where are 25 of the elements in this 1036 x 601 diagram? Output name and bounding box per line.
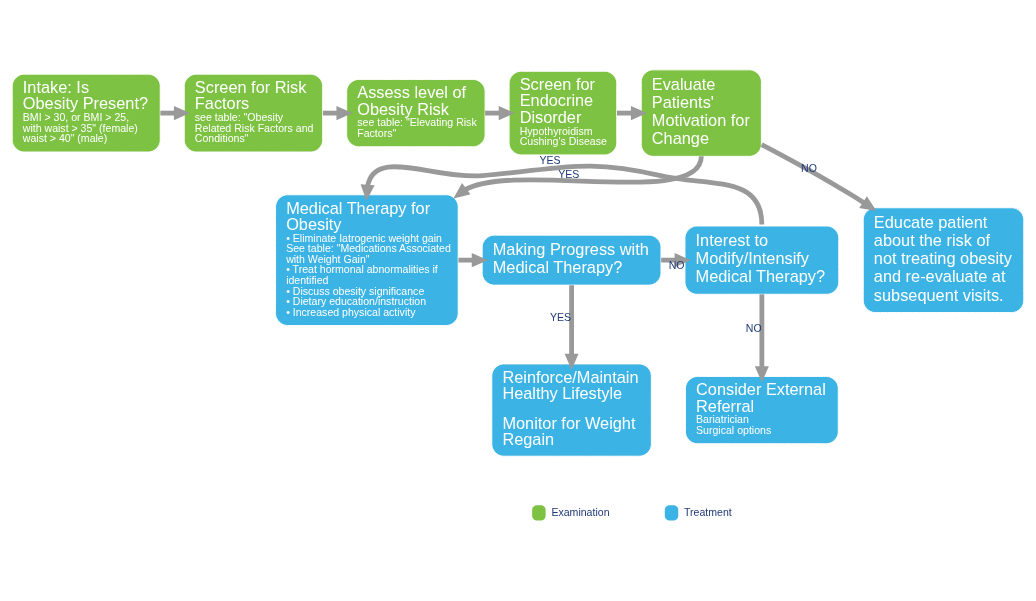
edge-label: NO bbox=[668, 258, 685, 271]
arrow bbox=[458, 253, 488, 268]
arrow bbox=[360, 163, 765, 225]
arrow bbox=[754, 294, 769, 383]
node-box: Making Progress with Medical Therapy? bbox=[481, 234, 662, 286]
node-box: Screen for Endocrine Disorder Hypothyroidism Cushing's Disease bbox=[508, 70, 618, 156]
node-box: Educate patient about the risk of not treating obesity and re-evaluate at subsequent visits. bbox=[862, 207, 1025, 313]
edge-label: YES bbox=[539, 154, 561, 167]
edge-label: YES bbox=[558, 167, 580, 180]
arrow bbox=[453, 155, 704, 199]
legend-label: Examination bbox=[551, 505, 610, 518]
node-box: Interest to Modify/Intensify Medical Therapy? bbox=[684, 225, 840, 295]
node-box: Reinforce/Maintain Healthy Lifestyle Monitor for Weight Regain bbox=[491, 363, 652, 457]
edge-label: NO bbox=[745, 321, 762, 334]
node-box: Screen for Risk Factors see table: "Obesity Related Risk Factors and Conditions" bbox=[183, 73, 324, 153]
legend-label: Treatment bbox=[684, 505, 732, 518]
arrow bbox=[564, 285, 579, 370]
node-box: Intake: Is Obesity Present? BMI > 30, or BMI > 25, with waist > 35" (female) waist > 40" (male) bbox=[11, 73, 161, 153]
edge-label: YES bbox=[549, 311, 572, 324]
node-box: Evaluate Patients' Motivation for Change bbox=[640, 69, 762, 157]
node-box: Assess level of Obesity Risk see table: "Elevating Risk Factors" bbox=[346, 78, 486, 148]
node-box: Consider External Referral Bariatrician Surgical options bbox=[685, 375, 839, 445]
edge-label: NO bbox=[801, 161, 817, 174]
arrow bbox=[760, 142, 877, 212]
node-box: Medical Therapy for Obesity • Eliminate Iatrogenic weight gain See table: "Medications Associated with Weight Gain" • Treat hormonal abnormalities if identified • Discuss obesity significance • Dietary education/instruction • Increased physical activity bbox=[275, 194, 459, 326]
